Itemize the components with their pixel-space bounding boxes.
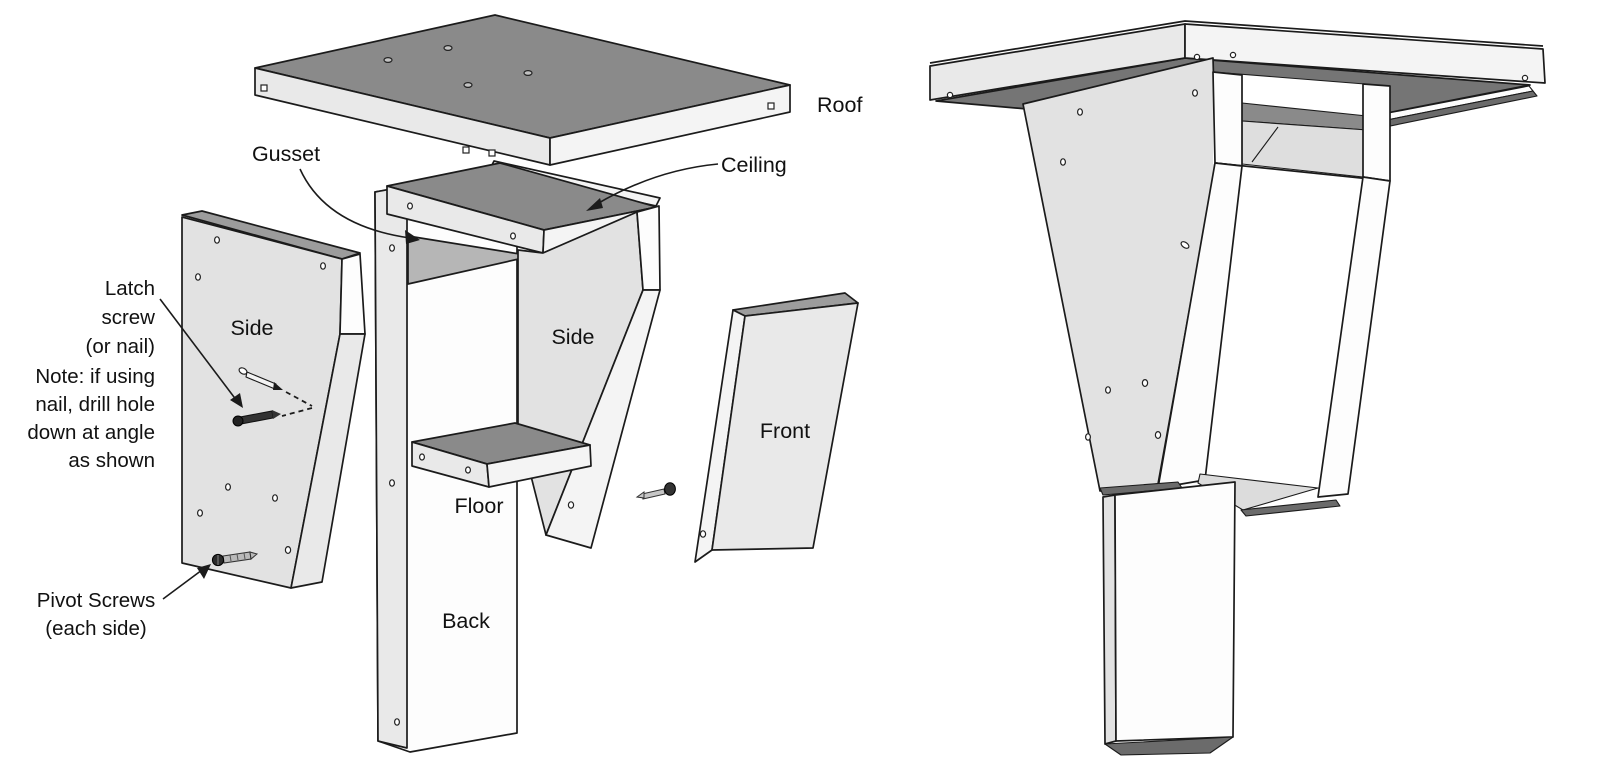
latch-note-line: (or nail): [86, 335, 156, 358]
ceiling-label: Ceiling: [721, 153, 787, 177]
side-left-label: Side: [230, 316, 273, 340]
latch-note-line: Latch: [105, 277, 155, 300]
latch-note-line: as shown: [68, 449, 155, 472]
pivot-note-line: (each side): [45, 617, 146, 640]
side-panel-left: [181, 210, 366, 589]
ceiling-leader-arrow: [586, 163, 719, 211]
floor-label: Floor: [455, 494, 504, 518]
latch-note-line: down at angle: [27, 421, 155, 444]
floor-panel: [411, 422, 592, 488]
assembled-interior: [1212, 71, 1391, 182]
mounting-post: [1102, 481, 1236, 756]
latch-screw-icon: [232, 367, 313, 427]
gusset-brace: [407, 235, 533, 285]
attach-screw-icon: [635, 482, 676, 500]
latch-note-line: screw: [101, 306, 155, 329]
pivot-screw-icon: [211, 551, 259, 567]
assembled-side-edges: [1157, 162, 1391, 498]
latch-note: Latch screw (or nail) Note: if using nai…: [27, 277, 155, 472]
assembled-back-board: [1022, 57, 1217, 492]
pivot-note: Pivot Screws (each side): [37, 589, 155, 640]
latch-leader-arrow: [159, 298, 243, 408]
exploded-view: Roof Back Side: [27, 14, 862, 753]
front-label: Front: [760, 419, 810, 443]
pivot-leader-arrow: [162, 564, 211, 600]
front-panel: [694, 292, 859, 563]
gusset-label: Gusset: [252, 142, 320, 166]
back-label: Back: [442, 609, 490, 633]
latch-note-line: Note: if using: [35, 365, 155, 388]
roof-label: Roof: [817, 93, 862, 117]
latch-note-line: nail, drill hole: [35, 393, 155, 416]
pivot-note-line: Pivot Screws: [37, 589, 155, 612]
roof-panel: [254, 14, 791, 166]
side-middle-label: Side: [551, 325, 594, 349]
assembled-view: [929, 20, 1546, 756]
gusset-leader-arrow: [299, 168, 420, 244]
ceiling-panel: [386, 160, 661, 254]
